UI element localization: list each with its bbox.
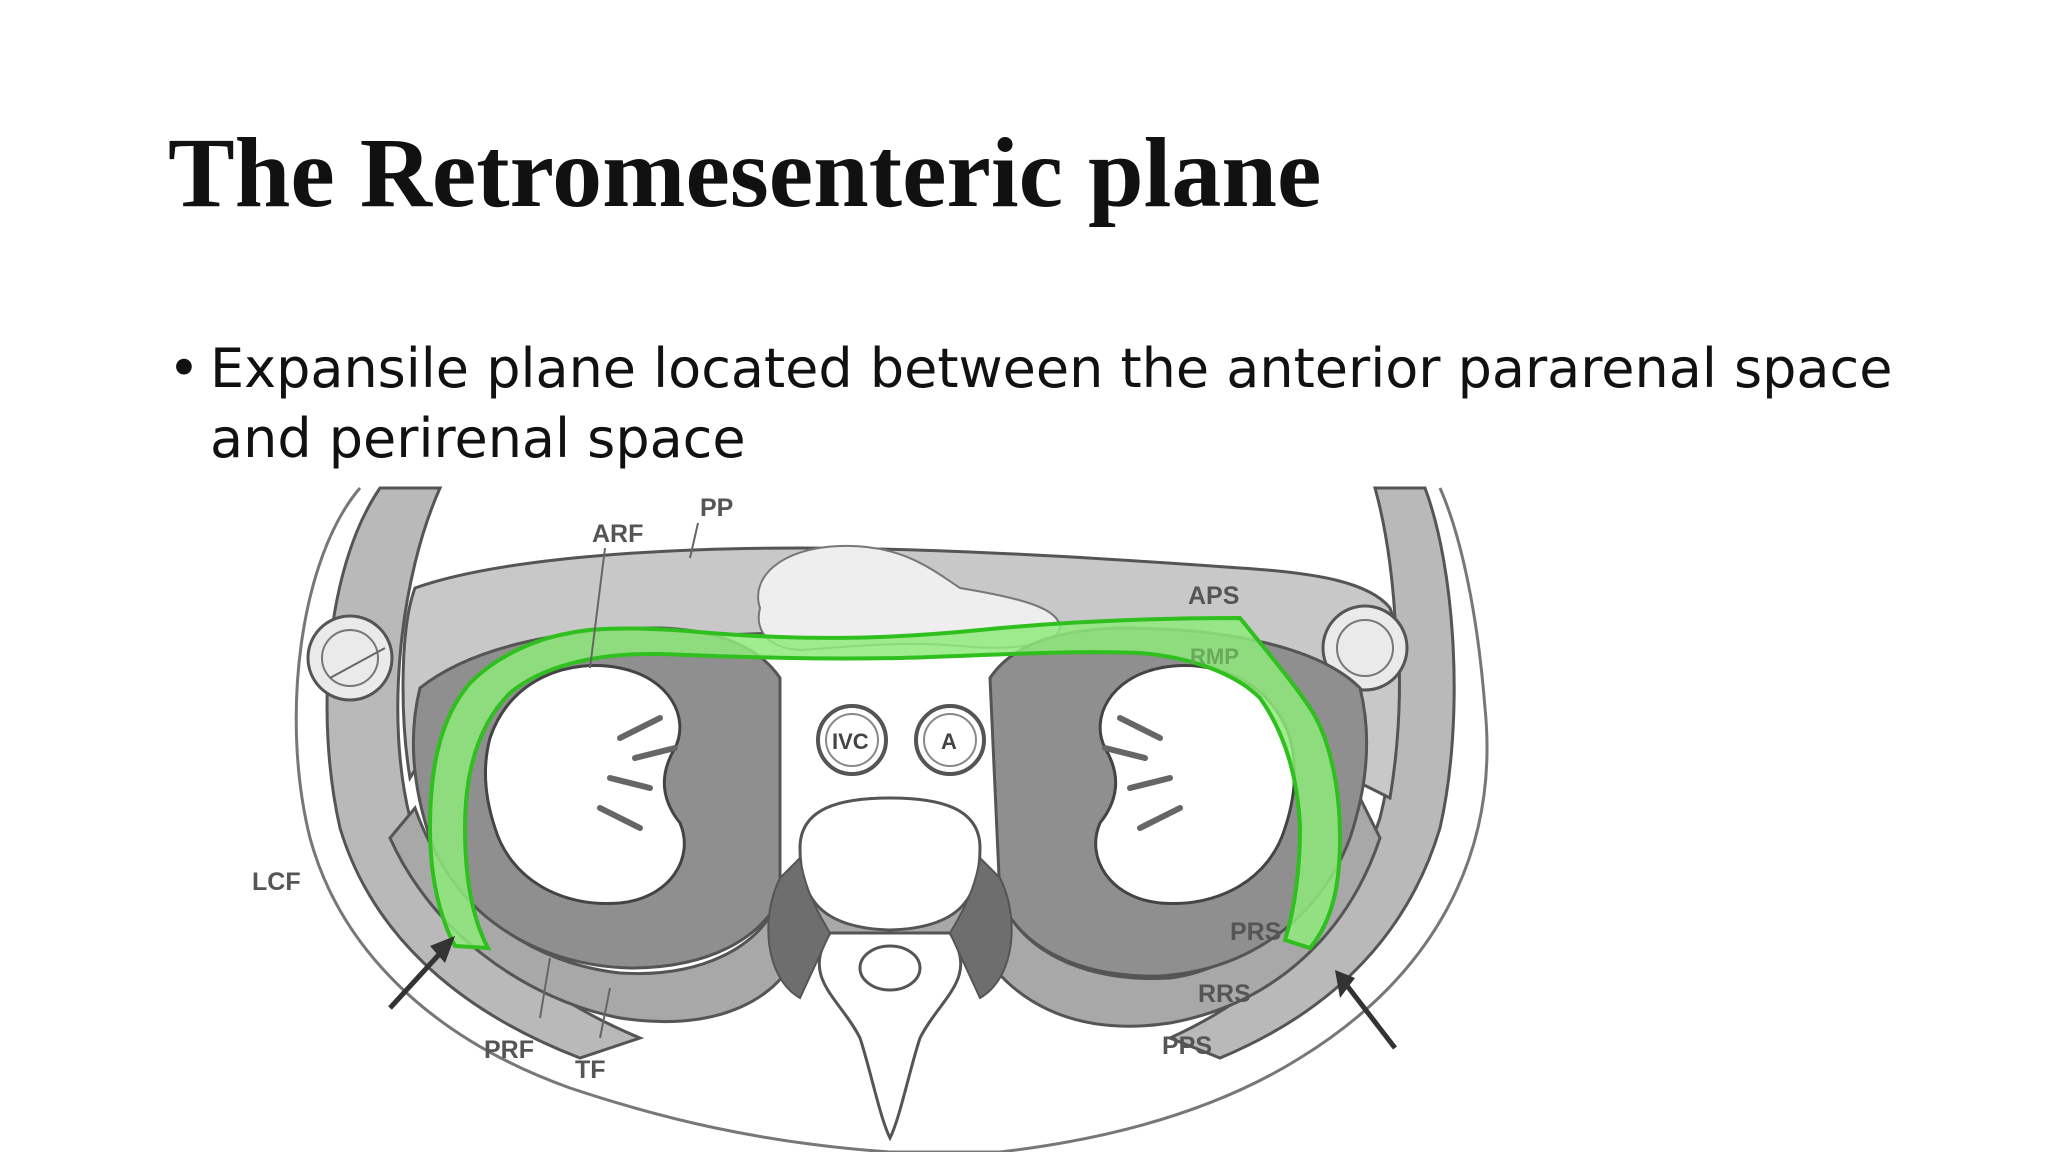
tf-leader (599, 987, 611, 1039)
right-renal-sinus (1102, 715, 1183, 831)
colon-lumen-left (321, 629, 379, 687)
ivc-vessel (816, 704, 888, 776)
label-aps: APS (1188, 582, 1239, 610)
right-kidney (1094, 664, 1297, 906)
bullet-list: • Expansile plane located between the an… (160, 334, 1960, 474)
aorta-inner-ring (923, 713, 977, 767)
label-tf: TF (575, 1056, 606, 1084)
colon-lumen-right (1336, 619, 1394, 677)
left-psoas (767, 855, 832, 1000)
label-rmp: RMP (1190, 644, 1239, 669)
lcf-leader (329, 647, 386, 679)
bullet-marker: • (168, 337, 200, 400)
retromesenteric-plane-highlight (427, 615, 1343, 951)
label-pp: PP (700, 494, 733, 522)
bullet-text: Expansile plane located between the ante… (210, 337, 1893, 470)
left-kidney (483, 664, 686, 906)
label-lcf: LCF (252, 868, 301, 896)
aorta-vessel (914, 704, 986, 776)
descending-colon (306, 614, 394, 702)
ascending-colon (1321, 604, 1409, 692)
label-ivc: IVC (832, 729, 869, 754)
left-arrow-shaft (388, 946, 447, 1010)
vertebral-body (798, 796, 982, 932)
right-arrow-shaft (1343, 981, 1397, 1050)
label-arf: ARF (592, 520, 643, 548)
pp-leader (689, 522, 699, 559)
prf-leader (539, 957, 551, 1019)
retroperitoneum-cross-section-diagram: ARF PP APS RMP IVC A LCF PRS RRS PPS PRF… (240, 478, 1540, 1152)
right-psoas (948, 855, 1013, 1000)
label-pps: PPS (1162, 1032, 1212, 1060)
slide-title: The Retromesenteric plane (168, 117, 1322, 228)
bullet-item: • Expansile plane located between the an… (160, 334, 1960, 474)
left-arrow-icon (430, 936, 455, 963)
label-prf: PRF (484, 1036, 534, 1064)
abdominal-wall-muscle (325, 486, 645, 1060)
spinal-process (817, 931, 963, 1142)
arf-leader (589, 547, 606, 669)
left-renal-sinus (597, 715, 678, 831)
label-prs: PRS (1230, 918, 1281, 946)
right-arrow-icon (1335, 970, 1355, 998)
spinal-canal (858, 944, 922, 992)
label-aorta: A (941, 729, 957, 754)
label-rrs: RRS (1198, 980, 1251, 1008)
ivc-inner-ring (825, 713, 879, 767)
